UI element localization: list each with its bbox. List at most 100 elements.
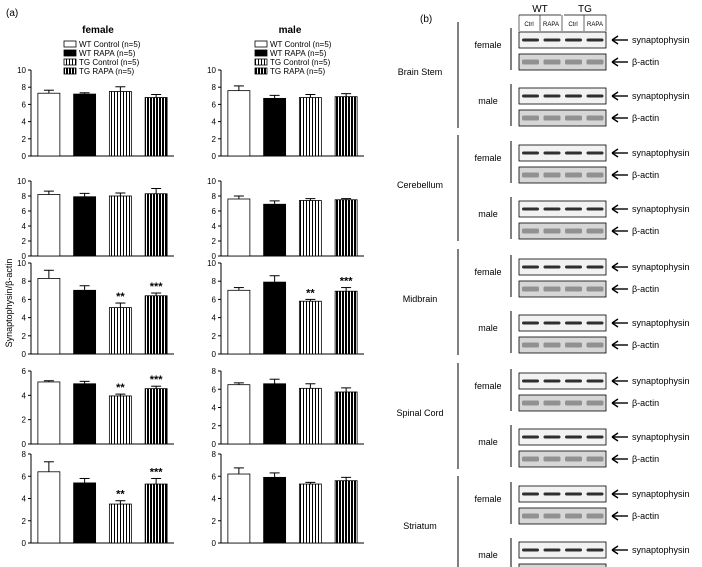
y-tick-label: 10 xyxy=(207,66,216,75)
blot-band xyxy=(522,321,539,325)
y-tick-label: 6 xyxy=(212,295,217,304)
blot-band xyxy=(586,456,604,462)
bar-wt-control xyxy=(37,471,61,544)
legend-swatch xyxy=(63,49,77,57)
blot-band xyxy=(565,207,582,211)
bar-tg-rapa xyxy=(334,290,358,355)
blot-band xyxy=(543,151,561,155)
y-axis-label: Synaptophysin/β-actin xyxy=(4,259,14,348)
arrow-head-icon xyxy=(611,284,619,294)
protein-label-beta-actin: β-actin xyxy=(632,340,659,350)
blot-band xyxy=(565,342,582,348)
blot-band xyxy=(522,172,539,178)
bar-tg-control xyxy=(108,195,132,257)
y-tick-label: 2 xyxy=(22,517,27,526)
lane-label-wt-rapa: RAPA xyxy=(543,22,559,28)
y-tick-label: 10 xyxy=(207,177,216,186)
bar-wt-control xyxy=(227,473,251,544)
protein-label-synaptophysin: synaptophysin xyxy=(632,204,690,214)
legend-label: WT RAPA (n=5) xyxy=(79,49,136,58)
blot-sex-label: male xyxy=(478,209,498,219)
bar-wt-control xyxy=(37,92,61,157)
blot-band xyxy=(543,321,561,325)
blot-band xyxy=(586,321,604,325)
blot-band xyxy=(586,207,604,211)
bar-tg-rapa xyxy=(334,480,358,544)
protein-label-synaptophysin: synaptophysin xyxy=(632,91,690,101)
protein-label-beta-actin: β-actin xyxy=(632,226,659,236)
y-tick-label: 2 xyxy=(212,237,217,246)
blot-strip-beta-actin xyxy=(518,450,607,468)
protein-label-beta-actin: β-actin xyxy=(632,511,659,521)
blot-sex-label: male xyxy=(478,323,498,333)
blot-strip-synaptophysin xyxy=(518,485,607,503)
bar-wt-rapa xyxy=(263,97,287,157)
bar-wt-control xyxy=(227,198,251,257)
blot-band xyxy=(543,435,561,439)
blot-band xyxy=(543,513,561,519)
blot-sex-label: female xyxy=(474,40,501,50)
lane-label-tg-rapa: RAPA xyxy=(587,22,603,28)
blot-band xyxy=(522,456,539,462)
bar-wt-rapa xyxy=(73,289,97,355)
blot-band xyxy=(543,379,561,383)
bar-wt-rapa xyxy=(263,203,287,257)
blot-band xyxy=(522,265,539,269)
blot-band xyxy=(522,513,539,519)
blot-band xyxy=(543,492,561,496)
protein-label-synaptophysin: synaptophysin xyxy=(632,262,690,272)
y-tick-label: 10 xyxy=(17,259,26,268)
bar-wt-control xyxy=(37,381,61,445)
bar-tg-rapa xyxy=(144,193,168,257)
y-tick-label: 4 xyxy=(22,314,27,323)
bar-tg-control xyxy=(298,200,322,257)
y-tick-label: 6 xyxy=(212,100,217,109)
blot-band xyxy=(565,400,582,406)
blot-band xyxy=(565,59,582,65)
y-tick-label: 6 xyxy=(212,472,217,481)
blot-band xyxy=(543,115,561,121)
y-tick-label: 8 xyxy=(212,367,217,376)
blot-band xyxy=(543,59,561,65)
arrow-head-icon xyxy=(611,489,619,499)
legend-label: TG Control (n=5) xyxy=(79,58,140,67)
legend-label: TG RAPA (n=5) xyxy=(270,67,326,76)
lane-label-wt-ctrl: Ctrl xyxy=(524,22,533,28)
blot-sex-label: male xyxy=(478,437,498,447)
bar-tg-control xyxy=(108,395,132,445)
column-title-female: female xyxy=(82,25,114,36)
y-tick-label: 2 xyxy=(22,135,27,144)
blot-strip-beta-actin xyxy=(518,53,607,71)
legend-label: WT RAPA (n=5) xyxy=(270,49,327,58)
significance-marker: *** xyxy=(150,281,164,293)
y-tick-label: 10 xyxy=(17,177,26,186)
y-tick-label: 6 xyxy=(22,472,27,481)
protein-label-synaptophysin: synaptophysin xyxy=(632,545,690,555)
blot-band xyxy=(586,172,604,178)
bar-tg-control xyxy=(298,300,322,355)
y-tick-label: 8 xyxy=(212,277,217,286)
blot-band xyxy=(586,94,604,98)
y-tick-label: 0 xyxy=(212,350,217,359)
blot-band xyxy=(543,548,561,552)
bar-tg-rapa xyxy=(144,483,168,544)
legend-swatch xyxy=(63,67,77,75)
y-tick-label: 4 xyxy=(22,118,27,127)
blot-band xyxy=(565,151,582,155)
arrow-head-icon xyxy=(611,376,619,386)
y-tick-label: 4 xyxy=(212,222,217,231)
blot-strip-synaptophysin xyxy=(518,314,607,332)
blot-band xyxy=(522,94,539,98)
blot-band xyxy=(586,342,604,348)
arrow-head-icon xyxy=(611,226,619,236)
protein-label-beta-actin: β-actin xyxy=(632,454,659,464)
bar-wt-control xyxy=(37,194,61,257)
bar-tg-rapa xyxy=(334,199,358,257)
y-tick-label: 2 xyxy=(212,332,217,341)
blot-band xyxy=(586,115,604,121)
blot-strip-synaptophysin xyxy=(518,31,607,49)
y-tick-label: 8 xyxy=(212,83,217,92)
